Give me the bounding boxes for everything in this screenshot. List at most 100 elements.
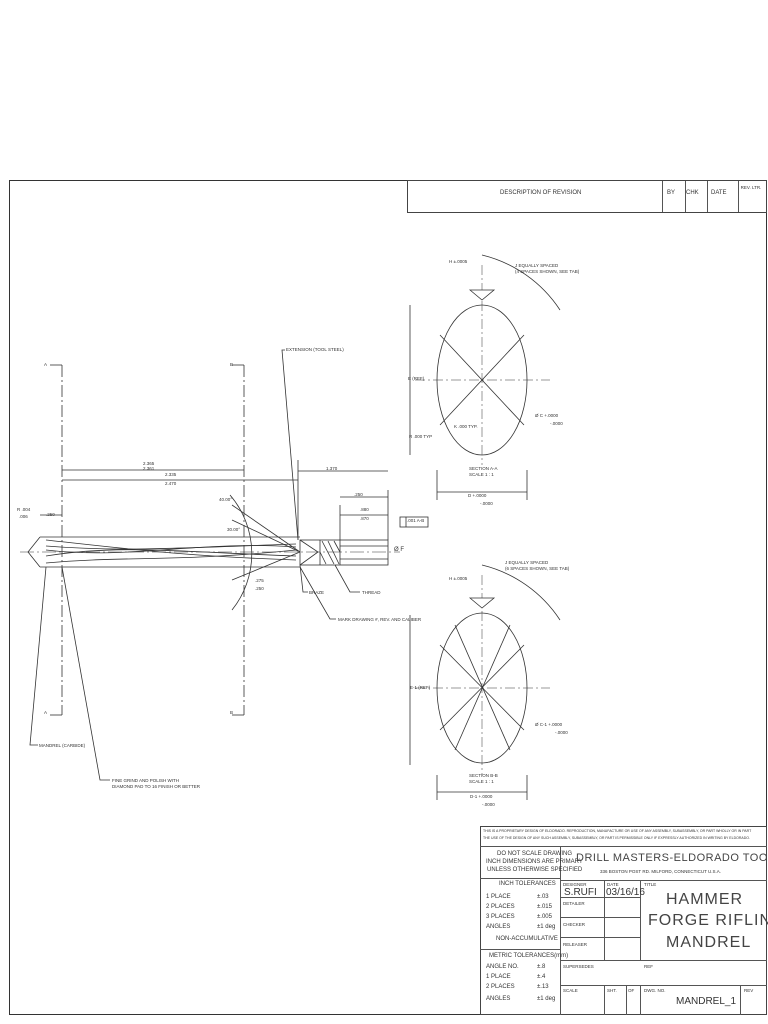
braze-note: BRAZE (309, 590, 325, 595)
releaser-label: RELEASER (563, 942, 588, 947)
section-b-d-note: D-1 +.0000 (470, 794, 493, 799)
inch-tol-value: ±.03 (537, 894, 549, 900)
inch-tolerances-title: INCH TOLERANCES (499, 881, 556, 887)
dim-overall-lower: 2.361 (143, 466, 155, 471)
section-a-c-tol: -.0000 (550, 421, 563, 426)
ref-label: REF (644, 964, 653, 969)
section-b-h-note: H ±.0005 (449, 576, 468, 581)
metric-tol-label: ANGLE NO. (486, 964, 519, 970)
revision-block (407, 180, 767, 213)
section-a-r-note: R .000 TYP (409, 434, 433, 439)
title-label: TITLE (644, 882, 657, 887)
extension-note: EXTENSION (TOOL STEEL) (286, 347, 344, 352)
metric-tol-label: 1 PLACE (486, 974, 511, 980)
dim-diameter-f: Ø F (394, 547, 404, 553)
mark-note: MARK DRAWING #, REV. AND CALIBER (338, 617, 422, 622)
section-a-spacing-1: J EQUALLY SPACED (515, 263, 559, 268)
scale-note-1: DO NOT SCALE DRAWING (497, 851, 573, 857)
section-a-k-note: K .000 TYP. (454, 424, 478, 429)
company-address: 336 BOSTON POST RD. MILFORD, CONNECTICUT… (600, 869, 722, 874)
section-b-c-tol: -.0000 (555, 730, 568, 735)
dim-shank-lower: .250 (255, 586, 264, 591)
section-a-marker-right: A (44, 710, 48, 715)
dim-thread-length: .250 (354, 492, 363, 497)
mandrel-note: MANDREL (CARBIDE) (39, 743, 86, 748)
checker-label: CHECKER (563, 922, 586, 927)
dim-length-lower: 2.470 (165, 481, 177, 486)
detailer-label: DETAILER (563, 901, 585, 906)
dim-extension: 1.370 (326, 466, 338, 471)
sheet-label: SHT. (607, 988, 617, 993)
dim-overall-upper: 2.365 (143, 461, 155, 466)
revision-description-header: DESCRIPTION OF REVISION (500, 190, 582, 196)
dim-shank-upper: .275 (255, 578, 264, 583)
non-accumulative-note: NON-ACCUMULATIVE (496, 936, 558, 942)
inch-tol-label: 3 PLACES (486, 914, 515, 920)
designer-label: DESIGNER (563, 882, 587, 887)
section-a-spacing-2: (4 SPACES SHOWN, SEE TAB) (515, 269, 580, 274)
section-a-scale: SCALE 1 : 1 (469, 472, 494, 477)
of-label: OF (628, 988, 635, 993)
section-b-marker-left: B (230, 362, 234, 367)
drawing-title-line-3: MANDREL (666, 934, 752, 951)
revision-date-header: DATE (711, 190, 727, 196)
section-a-d-note: D +.0000 (468, 493, 487, 498)
section-a-title: SECTION A-A (469, 466, 498, 471)
metric-tol-value: ±.13 (537, 984, 549, 990)
dim-angle-30: 30.00° (227, 527, 241, 532)
metric-tol-label: ANGLES (486, 996, 511, 1002)
drawing-number: MANDREL_1 (676, 996, 737, 1007)
grind-note-1: FINE GRIND AND POLISH WITH (112, 778, 180, 783)
revision-chk-header: CHK (686, 190, 699, 196)
designer-name: S.RUFI (564, 887, 597, 898)
rev-label: REV (744, 988, 754, 993)
drawing-title-line-1: HAMMER (666, 891, 744, 908)
section-b-d-tol: -.0000 (482, 802, 495, 807)
supersedes-label: SUPERSEDES (563, 964, 594, 969)
metric-tolerances-title: METRIC TOLERANCES(mm) (489, 953, 569, 959)
section-a-e-dim: E (REF) (408, 376, 425, 381)
section-a-d-tol: -.0000 (480, 501, 493, 506)
scale-label: SCALE (563, 988, 578, 993)
dim-length-upper: 2.335 (165, 472, 177, 477)
dwg-no-label: DWG. NO. (644, 988, 666, 993)
title-block (480, 826, 767, 1015)
dim-thread-upper: .880 (360, 507, 369, 512)
proprietary-notice-2: THE USE OF THE DESIGN OF ANY SUCH ASSEMB… (483, 836, 750, 840)
inch-tol-value: ±.015 (537, 904, 552, 910)
section-b-e-dim: E-1 (REF) (410, 685, 431, 690)
scale-note-2: INCH DIMENSIONS ARE PRIMARY (486, 859, 583, 865)
thread-note: THREAD (362, 590, 381, 595)
dim-radius: R .004 (17, 507, 31, 512)
section-b-c-note: Ø C-1 +.0000 (535, 722, 563, 727)
section-b-title: SECTION B-B (469, 773, 498, 778)
company-name: DRILL MASTERS-ELDORADO TOOL (576, 852, 768, 864)
runout-tolerance: .001 A-B (407, 518, 425, 523)
inch-tol-label: 1 PLACE (486, 894, 511, 900)
section-b-marker-right: B (230, 710, 234, 715)
inch-tol-label: 2 PLACES (486, 904, 515, 910)
section-a-c-note: Ø C +.0000 (535, 413, 559, 418)
drawing-title-line-2: FORGE RIFLING (648, 912, 768, 929)
metric-tol-value: ±.4 (537, 974, 546, 980)
dim-thread-lower: .870 (360, 516, 369, 521)
metric-tol-label: 2 PLACES (486, 984, 515, 990)
revision-letter-header: REV. LTR. (740, 185, 762, 190)
section-a-marker-left: A (44, 362, 48, 367)
inch-tol-label: ANGLES (486, 924, 511, 930)
dim-radius-tol: .006 (19, 514, 28, 519)
grind-note-2: DIAMOND PAD TO 16 FINISH OR BETTER (112, 784, 201, 789)
scale-note-3: UNLESS OTHERWISE SPECIFIED (487, 867, 583, 873)
proprietary-notice-1: THIS IS A PROPRIETARY DESIGN OF ELDORADO… (483, 829, 752, 833)
dim-tip-length: .250 (46, 512, 55, 517)
inch-tol-value: ±1 deg (537, 924, 556, 930)
section-b-spacing-1: J EQUALLY SPACED (505, 560, 549, 565)
drawing-date: 03/16/16 (606, 887, 645, 898)
date-label: DATE (607, 882, 619, 887)
section-b-spacing-2: (6 SPACES SHOWN, SEE TAB) (505, 566, 570, 571)
revision-by-header: BY (667, 190, 676, 196)
inch-tol-value: ±.005 (537, 914, 552, 920)
drawing-sheet (9, 180, 767, 1015)
dim-angle-40: 40.00° (219, 497, 233, 502)
